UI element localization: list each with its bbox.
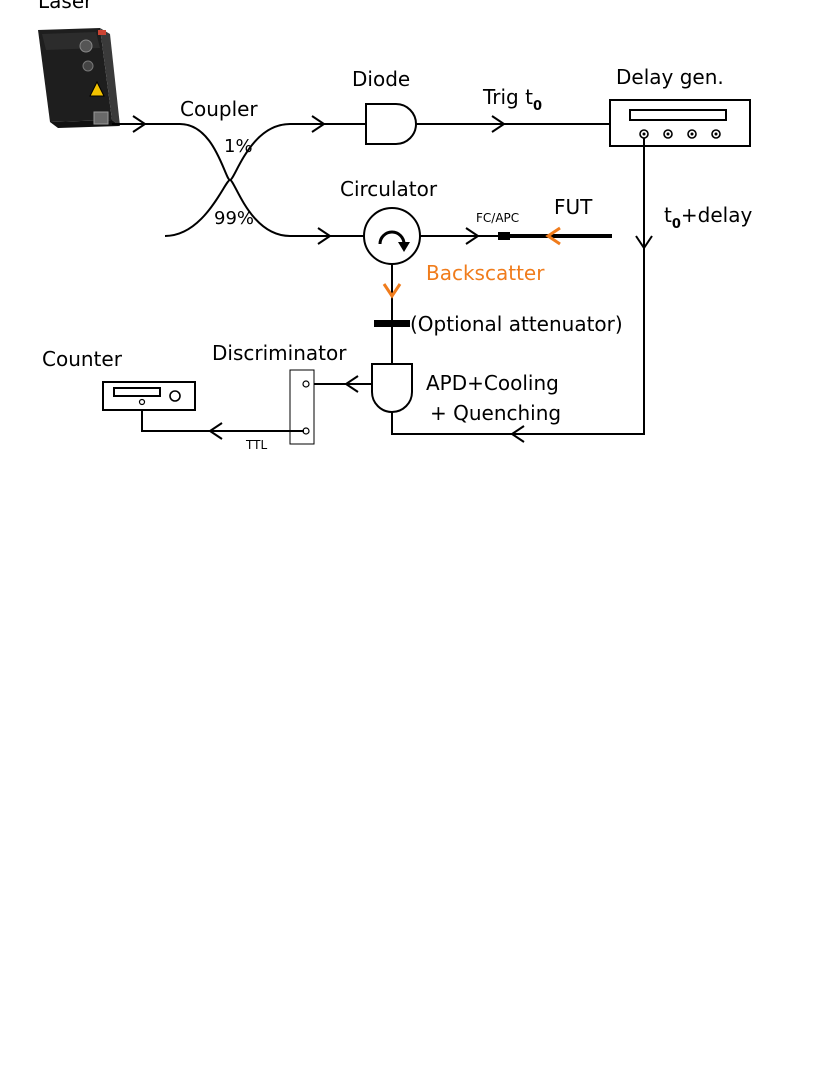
fut-label: FUT <box>554 195 593 219</box>
coupler-to-diode-arrow <box>311 115 326 133</box>
laser-output-arrow <box>132 115 147 133</box>
coupler-icon <box>164 123 291 237</box>
coupler-label: Coupler <box>180 97 258 121</box>
apd-label-line2: + Quenching <box>430 401 561 425</box>
trigger-arrow <box>491 115 506 133</box>
t0-delay-label: t0+delay <box>664 203 752 232</box>
laser-source-icon <box>38 28 120 128</box>
discriminator-icon <box>289 369 315 445</box>
circulator-to-fut-arrow <box>465 227 480 245</box>
apd-label-line1: APD+Cooling <box>426 371 559 395</box>
counter-label: Counter <box>42 347 123 371</box>
fc-apc-connector <box>498 232 510 240</box>
ttl-label: TTL <box>245 438 267 452</box>
apd-to-discriminator-arrow <box>344 375 359 393</box>
circulator-label: Circulator <box>340 177 438 201</box>
apd-detector-icon <box>371 363 413 413</box>
trig-label: Trig t0 <box>482 85 542 114</box>
attenuator-label: (Optional attenuator) <box>410 312 623 336</box>
port-1pct-label: 1% <box>224 136 253 157</box>
counter-icon <box>102 381 196 411</box>
discriminator-label: Discriminator <box>212 341 347 365</box>
backscatter-down-arrow <box>382 283 402 299</box>
attenuator-icon <box>374 320 410 327</box>
delay-generator-icon <box>609 99 751 147</box>
gate-left-arrow <box>510 425 525 443</box>
backscatter-return-arrow <box>545 226 561 246</box>
gate-signal-line <box>391 138 645 435</box>
gate-down-arrow <box>635 235 653 250</box>
fc-apc-label: FC/APC <box>476 211 519 225</box>
coupler-to-circulator-arrow <box>317 227 332 245</box>
backscatter-label: Backscatter <box>426 261 545 285</box>
photodiode-icon <box>365 103 417 145</box>
delay-gen-label: Delay gen. <box>616 65 724 89</box>
port-99pct-label: 99% <box>214 208 254 229</box>
laser-label: Laser <box>38 0 93 13</box>
diode-label: Diode <box>352 67 410 91</box>
circulator-icon <box>363 207 421 265</box>
ttl-arrow <box>208 422 223 440</box>
ttl-line <box>141 402 304 432</box>
